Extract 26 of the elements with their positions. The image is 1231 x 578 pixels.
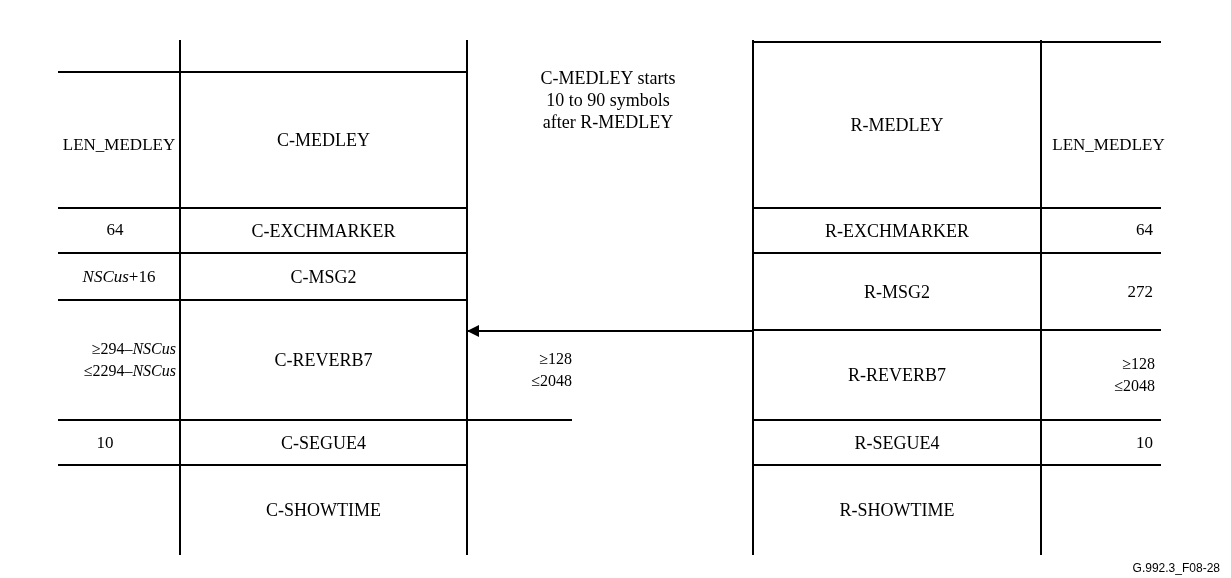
signal-label: R-SHOWTIME [753,466,1041,554]
signal-label: C-MEDLEY [180,73,467,207]
duration-label: ≥294–NSCus ≤2294–NSCus [82,339,176,381]
signal-label: R-REVERB7 [753,331,1041,419]
duration-label: ≥128 ≤2048 [530,349,572,391]
duration-label: NSCus+16 [81,266,157,288]
duration-label: LEN_MEDLEY [61,134,177,156]
signal-label: R-MEDLEY [753,43,1041,207]
duration-label: 272 [1126,281,1153,303]
signal-label: C-SHOWTIME [180,466,467,554]
duration-label: 10 [95,432,115,454]
signal-label: C-REVERB7 [180,301,467,419]
duration-label: LEN_MEDLEY [1051,134,1166,156]
figure-id: G.992.3_F08-28 [1131,560,1220,577]
signal-label: R-MSG2 [753,254,1041,329]
duration-label: 10 [1135,432,1153,454]
signal-label: R-SEGUE4 [753,421,1041,464]
signal-label: C-EXCHMARKER [180,209,467,252]
duration-label: 64 [1135,219,1153,241]
duration-label: 64 [105,219,125,241]
note-text: C-MEDLEY starts 10 to 90 symbols after R-MEDLEY [539,67,677,133]
arrow [466,325,754,337]
duration-label: ≥128 ≤2048 [1113,354,1155,396]
signal-label: C-MSG2 [180,254,467,299]
signal-label: R-EXCHMARKER [753,209,1041,252]
signal-label: C-SEGUE4 [180,421,467,464]
